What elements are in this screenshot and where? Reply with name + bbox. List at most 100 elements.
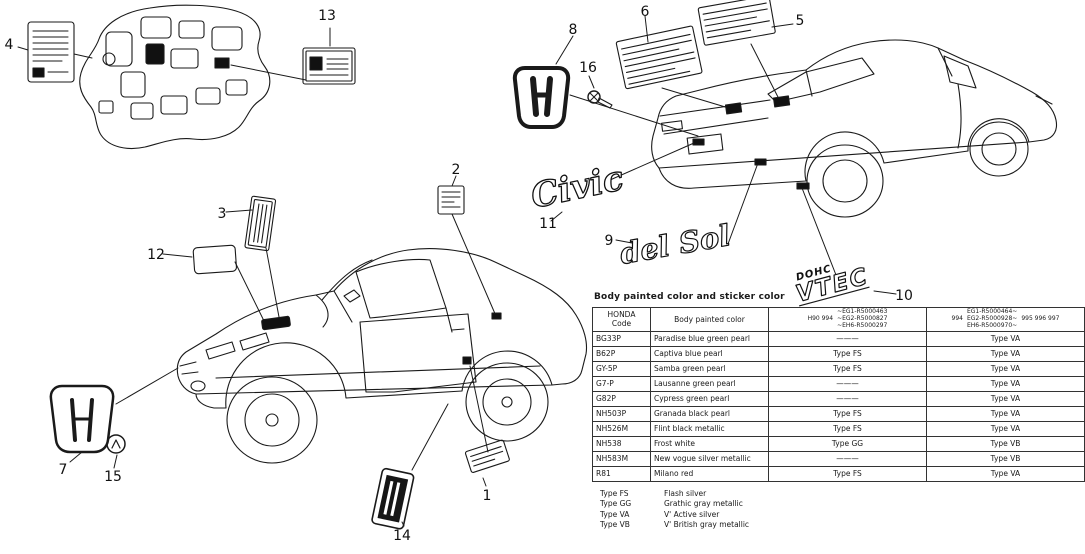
cell-sticker-2: Type VB [926, 450, 1085, 467]
cell-color: New vogue silver metallic [650, 450, 769, 467]
legend-row: Type FS Flash silver [600, 489, 1084, 500]
cell-code: BG33P [592, 330, 651, 347]
cell-sticker-1: Type FS [768, 360, 927, 377]
callout-9: 9 [604, 233, 614, 249]
cell-sticker-1: Type FS [768, 420, 927, 437]
delsol-mount-mark [754, 158, 767, 166]
legend-desc: V' Active silver [664, 509, 720, 519]
cell-sticker-1: ——— [768, 375, 927, 392]
range1-code: ~EG1-R5000463 [837, 308, 888, 315]
cell-color: Flint black metallic [650, 420, 769, 437]
civic-script-emblem: Civic [528, 158, 628, 217]
cell-sticker-2: Type VA [926, 405, 1085, 422]
cell-sticker-1: ——— [768, 390, 927, 407]
range2-code: EG2-R5000928~ [966, 314, 1018, 322]
door-low-mark [462, 356, 472, 365]
callout-1: 1 [482, 488, 492, 504]
legend-code: Type FS [600, 488, 629, 498]
range1-code: ~EG2-R5000827 [837, 314, 888, 322]
cell-code: B62P [592, 345, 651, 362]
dash-label-patch [261, 315, 291, 331]
cell-code: NH503P [592, 405, 651, 422]
callout-5: 5 [795, 13, 805, 29]
caution-label-13 [302, 47, 356, 85]
cell-color: Frost white [650, 435, 769, 452]
vtec-mount-mark [796, 182, 810, 190]
cell-color: Samba green pearl [650, 360, 769, 377]
cell-color: Paradise blue green pearl [650, 330, 769, 347]
callout-15: 15 [104, 469, 122, 485]
body-color-table-section: Body painted color and sticker color HON… [592, 292, 1085, 531]
range2-years-right: 995 996 997 [1021, 314, 1060, 322]
table-row: NH583M New vogue silver metallic ——— Typ… [592, 450, 1085, 467]
cell-code: G82P [592, 390, 651, 407]
cell-color: Milano red [650, 465, 769, 482]
cell-color: Lausanne green pearl [650, 375, 769, 392]
range2-year-left: 994 [951, 314, 963, 322]
legend-desc: Grathic gray metallic [664, 499, 743, 509]
car-front-view [176, 248, 588, 464]
honda-h-emblem-rear [512, 66, 571, 129]
callout-11: 11 [539, 216, 557, 232]
col-header-color: Body painted color [650, 307, 769, 332]
cell-sticker-2: Type VA [926, 375, 1085, 392]
cell-sticker-2: Type VA [926, 360, 1085, 377]
range2-code: EG1-R5000464~ [966, 308, 1018, 315]
range1-code: ~EH6-R5000297 [837, 321, 888, 329]
cell-sticker-1: Type GG [768, 435, 927, 452]
civic-mount-mark [692, 138, 705, 146]
col-header-range2: 994 EG1-R5000464~ EG2-R5000928~ EH6-R500… [926, 307, 1085, 332]
cell-code: NH583M [592, 450, 651, 467]
callout-14: 14 [393, 528, 411, 544]
strip-label-3 [244, 195, 277, 252]
range2-code: EH6-R5000970~ [966, 321, 1018, 329]
table-row: NH526M Flint black metallic Type FS Type… [592, 420, 1085, 437]
callout-13: 13 [318, 8, 336, 24]
cell-sticker-2: Type VA [926, 345, 1085, 362]
grommet-15 [106, 434, 126, 454]
legend-row: Type GG Grathic gray metallic [600, 499, 1084, 510]
label-sheet-5 [697, 0, 776, 46]
callout-12: 12 [147, 247, 165, 263]
table-row: GY-5P Samba green pearl Type FS Type VA [592, 360, 1085, 377]
legend-desc: Flash silver [664, 488, 707, 498]
deck-label-patch-6 [724, 102, 743, 115]
cell-code: R81 [592, 465, 651, 482]
callout-8: 8 [568, 22, 578, 38]
cell-code: NH538 [592, 435, 651, 452]
table-row: G7-P Lausanne green pearl ——— Type VA [592, 375, 1085, 392]
cell-sticker-1: Type FS [768, 345, 927, 362]
cell-color: Granada black pearl [650, 405, 769, 422]
cell-sticker-1: ——— [768, 450, 927, 467]
airbag-label-14 [371, 467, 415, 530]
table-title: Body painted color and sticker color [594, 292, 785, 302]
table-row: NH538 Frost white Type GG Type VB [592, 435, 1085, 452]
cell-sticker-1: ——— [768, 330, 927, 347]
door-top-mark [491, 312, 502, 320]
cell-color: Cypress green pearl [650, 390, 769, 407]
table-row: B62P Captiva blue pearl Type FS Type VA [592, 345, 1085, 362]
table-row: G82P Cypress green pearl ——— Type VA [592, 390, 1085, 407]
col-header-range1: H90 994 ~EG1-R5000463 ~EG2-R5000827 ~EH6… [768, 307, 927, 332]
cell-code: G7-P [592, 375, 651, 392]
callout-4: 4 [4, 37, 14, 53]
table-row: NH503P Granada black pearl Type FS Type … [592, 405, 1085, 422]
deck-label-patch-5 [772, 95, 791, 108]
front-logo-mark [190, 380, 206, 392]
caution-label-4 [27, 21, 75, 83]
table-row: BG33P Paradise blue green pearl ——— Type… [592, 330, 1085, 347]
callout-2: 2 [451, 162, 461, 178]
color-table: HONDA Code Body painted color H90 994 ~E… [592, 307, 1085, 482]
legend-code: Type VA [600, 509, 630, 519]
table-row: R81 Milano red Type FS Type VA [592, 465, 1085, 482]
cell-sticker-2: Type VA [926, 390, 1085, 407]
cell-sticker-1: Type FS [768, 465, 927, 482]
callout-7: 7 [58, 462, 68, 478]
cell-sticker-1: Type FS [768, 405, 927, 422]
cell-code: NH526M [592, 420, 651, 437]
cell-color: Captiva blue pearl [650, 345, 769, 362]
cell-sticker-2: Type VB [926, 435, 1085, 452]
callout-3: 3 [217, 206, 227, 222]
